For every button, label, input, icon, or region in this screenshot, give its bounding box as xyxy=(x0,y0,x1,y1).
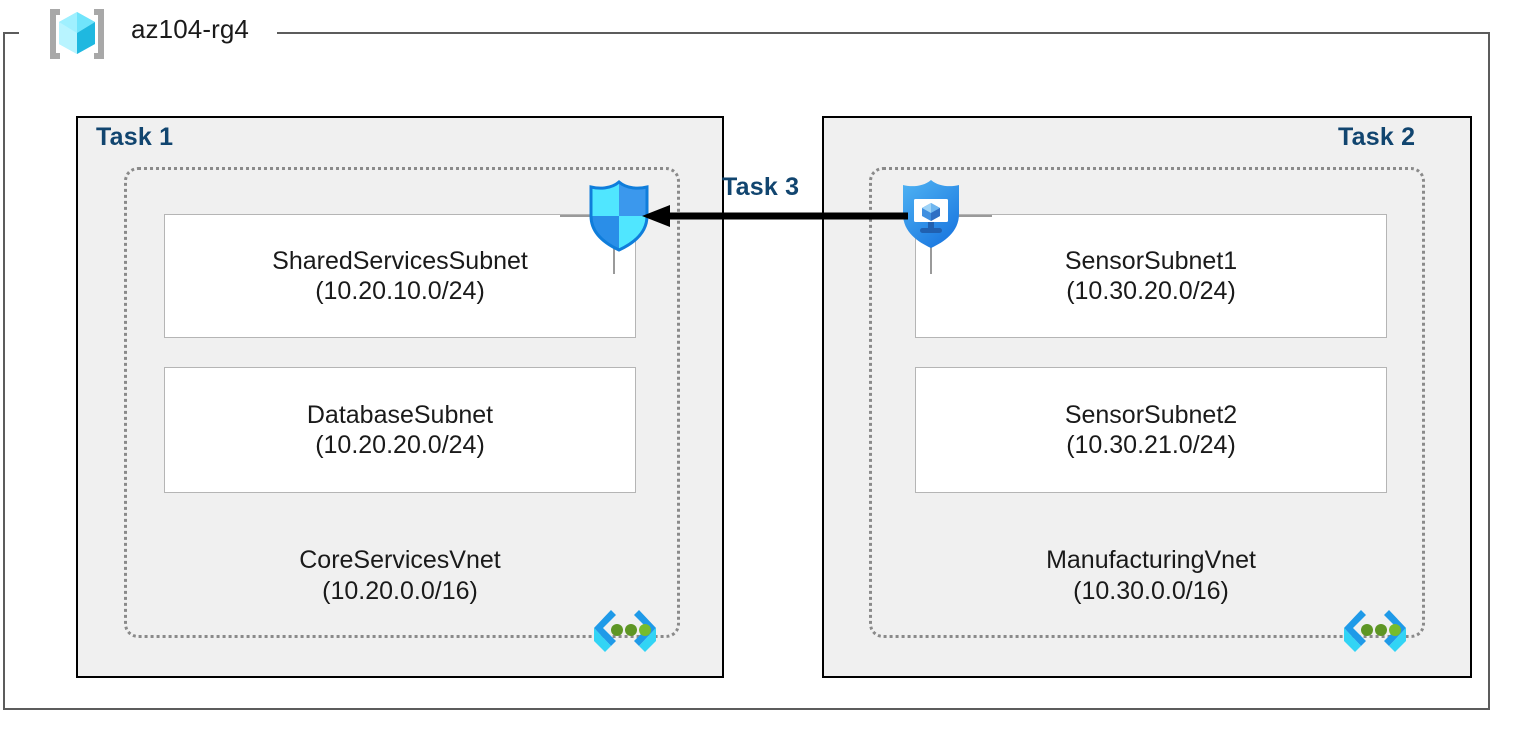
connector-stub-right xyxy=(958,215,992,217)
connector-stub-left xyxy=(560,215,592,217)
subnet-name: SharedServicesSubnet xyxy=(272,247,528,275)
subnet-cidr: (10.30.21.0/24) xyxy=(1066,431,1236,459)
subnet-cidr: (10.30.20.0/24) xyxy=(1066,277,1236,305)
vnet-manufacturing-caption: ManufacturingVnet (10.30.0.0/16) xyxy=(915,545,1387,606)
vnet-manufacturing-boundary xyxy=(869,167,1425,638)
subnet-sensor-1: SensorSubnet1 (10.30.20.0/24) xyxy=(915,214,1387,338)
subnet-name: SensorSubnet1 xyxy=(1064,247,1238,275)
peering-arrow-left-icon xyxy=(640,198,910,234)
vnet-core-services-boundary xyxy=(124,167,680,638)
vnet-name: CoreServicesVnet xyxy=(299,546,501,574)
resource-group-title: az104-rg4 xyxy=(131,14,249,44)
bastion-shield-monitor-icon xyxy=(899,178,963,250)
subnet-sensor-2: SensorSubnet2 (10.30.21.0/24) xyxy=(915,367,1387,493)
resource-group-frame-top-left xyxy=(3,32,19,34)
vnet-cidr: (10.20.0.0/16) xyxy=(322,576,478,605)
subnet-cidr: (10.20.10.0/24) xyxy=(315,277,485,305)
connector-stub-left-down xyxy=(613,240,615,274)
virtual-network-icon xyxy=(592,606,658,654)
shield-quadrant-icon xyxy=(587,180,651,252)
subnet-shared-services: SharedServicesSubnet (10.20.10.0/24) xyxy=(164,214,636,338)
resource-group-frame xyxy=(3,33,1490,710)
vnet-cidr: (10.30.0.0/16) xyxy=(1073,576,1229,605)
subnet-cidr: (10.20.20.0/24) xyxy=(315,431,485,459)
subnet-name: DatabaseSubnet xyxy=(306,401,494,429)
vnet-core-services-caption: CoreServicesVnet (10.20.0.0/16) xyxy=(164,545,636,606)
vnet-name: ManufacturingVnet xyxy=(1046,546,1256,574)
subnet-database: DatabaseSubnet (10.20.20.0/24) xyxy=(164,367,636,493)
virtual-network-icon xyxy=(1342,606,1408,654)
task-3-label: Task 3 xyxy=(722,173,800,201)
connector-stub-right-down xyxy=(930,240,932,274)
task-2-label: Task 2 xyxy=(1338,123,1416,151)
resource-group-cube-icon xyxy=(44,6,110,62)
task-1-label: Task 1 xyxy=(96,123,174,151)
subnet-name: SensorSubnet2 xyxy=(1064,401,1238,429)
resource-group-frame-top-right xyxy=(277,32,1490,34)
